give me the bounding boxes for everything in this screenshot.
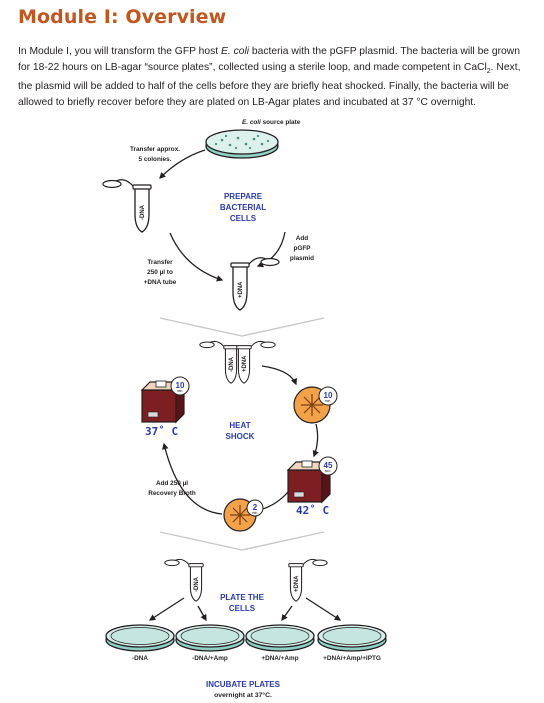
plate-label-3: +DNA/+Amp xyxy=(261,655,298,662)
source-plate-label: E. coli source plate xyxy=(242,119,301,126)
overnight-label: overnight at 37°C. xyxy=(214,691,272,699)
arrow-tube-to-plus xyxy=(169,232,224,282)
plate-label-2: -DNA/+Amp xyxy=(192,655,228,662)
section-divider-1 xyxy=(159,317,325,337)
arrow-plasmid-to-tube xyxy=(256,231,286,268)
svg-text:10: 10 xyxy=(176,381,185,390)
plate-minus-dna xyxy=(105,624,175,652)
svg-text:min.: min. xyxy=(325,399,332,403)
plate-label-1: -DNA xyxy=(132,655,148,662)
arrow-ice-to-42 xyxy=(312,423,319,458)
plate-minus-dna-amp xyxy=(175,624,245,652)
source-plate xyxy=(205,129,279,159)
svg-text:10: 10 xyxy=(324,391,333,400)
arrow-plate-to-tube xyxy=(159,149,206,179)
plating-tube-plus-label: +DNA xyxy=(294,575,300,592)
intro-text-3: . Next, the plasmid will be added to hal… xyxy=(18,61,521,108)
timer-10-ice: 10 min. xyxy=(318,386,338,406)
tube-pair: -DNA +DNA xyxy=(199,340,276,384)
temp-42-label: 42˚ C xyxy=(296,504,329,517)
intro-paragraph: In Module I, you will transform the GFP … xyxy=(18,44,530,110)
arrow-to-plate-3 xyxy=(281,605,293,622)
plating-tube-minus-label: -DNA xyxy=(194,576,200,592)
temp-37-label: 37˚ C xyxy=(145,425,178,438)
intro-text-1: In Module I, you will transform the GFP … xyxy=(18,46,221,57)
svg-text:+DNA: +DNA xyxy=(238,281,244,298)
svg-text:-DNA: -DNA xyxy=(140,204,146,220)
incubate-plates-label: INCUBATE PLATES xyxy=(206,680,281,689)
timer-45: 45 sec. xyxy=(318,456,338,476)
timer-10-incubator: 10 min. xyxy=(170,376,190,396)
page-title: Module I: Overview xyxy=(18,6,227,28)
timer-2: 2 min. xyxy=(246,499,264,517)
plate-label-4: +DNA/+Amp/+IPTG xyxy=(323,655,381,662)
intro-text-2: bacteria with the pGFP plasmid. The bact… xyxy=(18,46,520,73)
intro-subscript: 2 xyxy=(486,67,491,75)
svg-text:2: 2 xyxy=(253,503,258,512)
svg-text:-DNA: -DNA xyxy=(229,356,235,372)
arrow-to-ice-1 xyxy=(261,365,297,386)
arrow-ice-to-37 xyxy=(162,442,223,515)
svg-text:45: 45 xyxy=(324,461,333,470)
arrow-to-plate-2 xyxy=(197,605,207,622)
plate-plus-dna-amp xyxy=(245,624,315,652)
section-divider-2 xyxy=(159,531,325,551)
arrow-to-plate-1 xyxy=(148,597,185,621)
intro-organism: E. coli xyxy=(220,46,250,57)
plate-plus-dna-amp-iptg xyxy=(317,624,387,652)
arrow-to-plate-4 xyxy=(305,597,342,621)
svg-text:min.: min. xyxy=(252,511,259,515)
svg-text:+DNA: +DNA xyxy=(242,355,248,372)
svg-text:sec.: sec. xyxy=(325,469,331,473)
tube-plus-dna: +DNA xyxy=(230,257,280,311)
svg-text:min.: min. xyxy=(177,389,184,393)
tube-minus-dna: -DNA xyxy=(102,179,152,233)
transfer-colonies-label: Transfer approx.5 colonies. xyxy=(130,146,180,163)
